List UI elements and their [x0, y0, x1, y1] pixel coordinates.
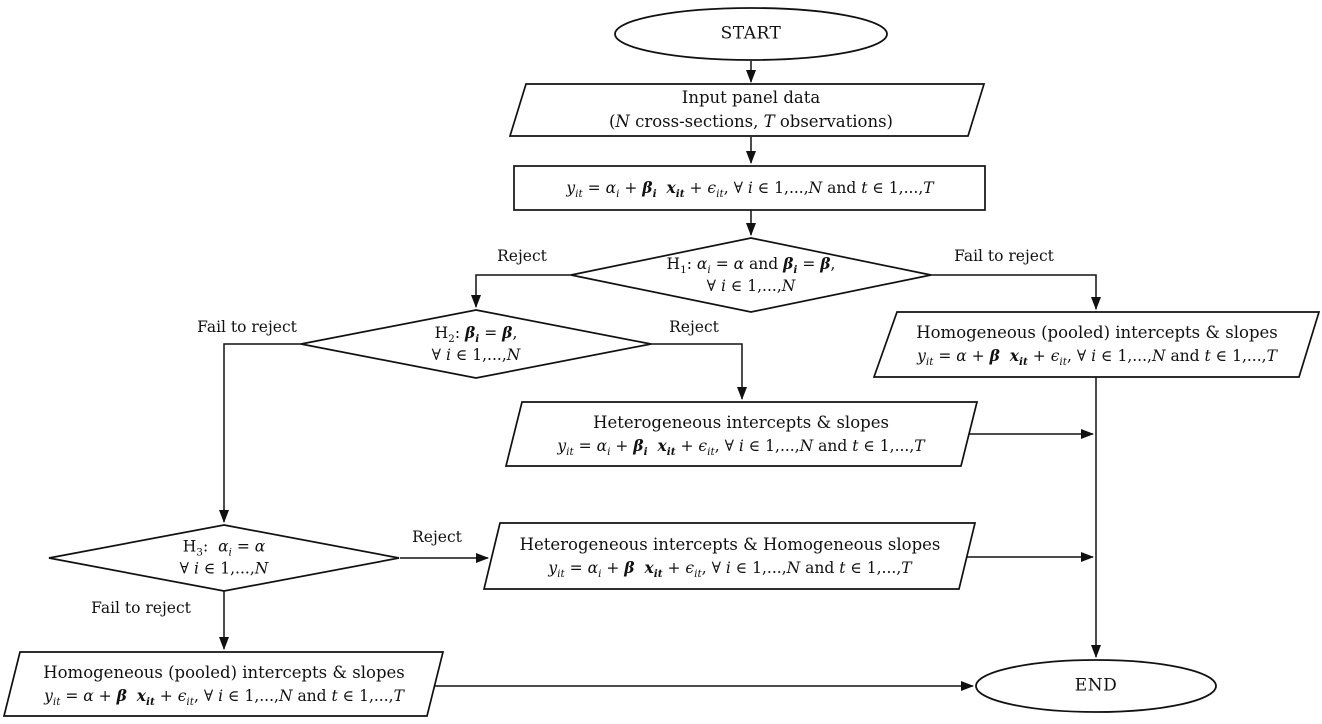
- h1-decision-diamond: [570, 237, 932, 313]
- pooled-bottom-left-parallelogram: [2, 651, 445, 717]
- h3-reject-label: Reject: [412, 528, 462, 546]
- h2-fail-to-reject-label: Fail to reject: [197, 318, 297, 336]
- input-data-line2: (N cross-sections, T observations): [608, 112, 894, 131]
- h3-line2: ∀ i ∈ 1,...,N: [179, 559, 269, 577]
- start-node: START: [720, 23, 782, 44]
- het-intercepts-homo-slopes-parallelogram: [482, 522, 977, 590]
- edge-h1-reject-to-h2: [471, 274, 571, 308]
- edge-h2-fail-to-h3: [219, 343, 301, 523]
- pooled-top-right-formula: yit = α + β xit + ϵit, ∀ i ∈ 1,...,N and…: [917, 345, 1277, 368]
- h2-reject-label: Reject: [669, 318, 719, 336]
- pooled-top-right-parallelogram: [872, 311, 1321, 378]
- h1-decision-node: H1: αi = α and βi = β, ∀ i ∈ 1,...,N: [667, 253, 836, 297]
- h1-reject-label: Reject: [497, 247, 547, 265]
- model-equation-rect: [513, 165, 986, 211]
- edge-h2-reject-to-heterogeneous: [651, 343, 747, 400]
- edge-h1-fail-to-pooled: [931, 274, 1101, 310]
- h1-fail-to-reject-label: Fail to reject: [954, 247, 1054, 265]
- end-terminator-shape: [975, 659, 1217, 713]
- heterogeneous-formula: yit = αi + βi xit + ϵit, ∀ i ∈ 1,...,N a…: [557, 435, 925, 458]
- het-homo-formula: yit = αi + β xit + ϵit, ∀ i ∈ 1,...,N an…: [548, 557, 912, 580]
- h2-decision-node: H2: βi = β, ∀ i ∈ 1,...,N: [432, 322, 521, 366]
- start-terminator-shape: [614, 7, 888, 61]
- h2-decision-diamond: [300, 309, 652, 379]
- input-data-node: Input panel data (N cross-sections, T ob…: [609, 86, 893, 134]
- pooled-bottom-left-formula: yit = α + β xit + ϵit, ∀ i ∈ 1,...,N and…: [44, 685, 404, 708]
- pooled-top-right-title: Homogeneous (pooled) intercepts & slopes: [916, 322, 1278, 342]
- h3-fail-to-reject-label: Fail to reject: [91, 599, 191, 617]
- h3-line1: H3: αi = α: [182, 537, 266, 559]
- h3-decision-node: H3: αi = α ∀ i ∈ 1,...,N: [180, 536, 269, 579]
- heterogeneous-title: Heterogeneous intercepts & slopes: [593, 412, 889, 432]
- het-homo-title: Heterogeneous intercepts & Homogeneous s…: [519, 534, 941, 554]
- input-data-line1: Input panel data: [681, 88, 821, 108]
- h2-line1: H2: βi = β,: [434, 322, 518, 345]
- heterogeneous-parallelogram: [504, 401, 979, 467]
- pooled-bottom-left-title: Homogeneous (pooled) intercepts & slopes: [43, 662, 405, 682]
- model-equation-node: yit = αi + βi xit + ϵit, ∀ i ∈ 1,...,N a…: [566, 177, 934, 200]
- h1-line2: ∀ i ∈ 1,...,N: [706, 276, 796, 295]
- input-data-parallelogram: [508, 83, 986, 137]
- heterogeneous-node: Heterogeneous intercepts & slopes yit = …: [557, 411, 924, 457]
- pooled-top-right-node: Homogeneous (pooled) intercepts & slopes…: [916, 321, 1278, 367]
- pooled-bottom-left-node: Homogeneous (pooled) intercepts & slopes…: [43, 661, 405, 707]
- het-intercepts-homo-slopes-node: Heterogeneous intercepts & Homogeneous s…: [520, 533, 941, 579]
- end-node: END: [1074, 675, 1118, 696]
- h2-line2: ∀ i ∈ 1,...,N: [431, 345, 521, 364]
- h1-line1: H1: αi = α and βi = β,: [666, 253, 836, 276]
